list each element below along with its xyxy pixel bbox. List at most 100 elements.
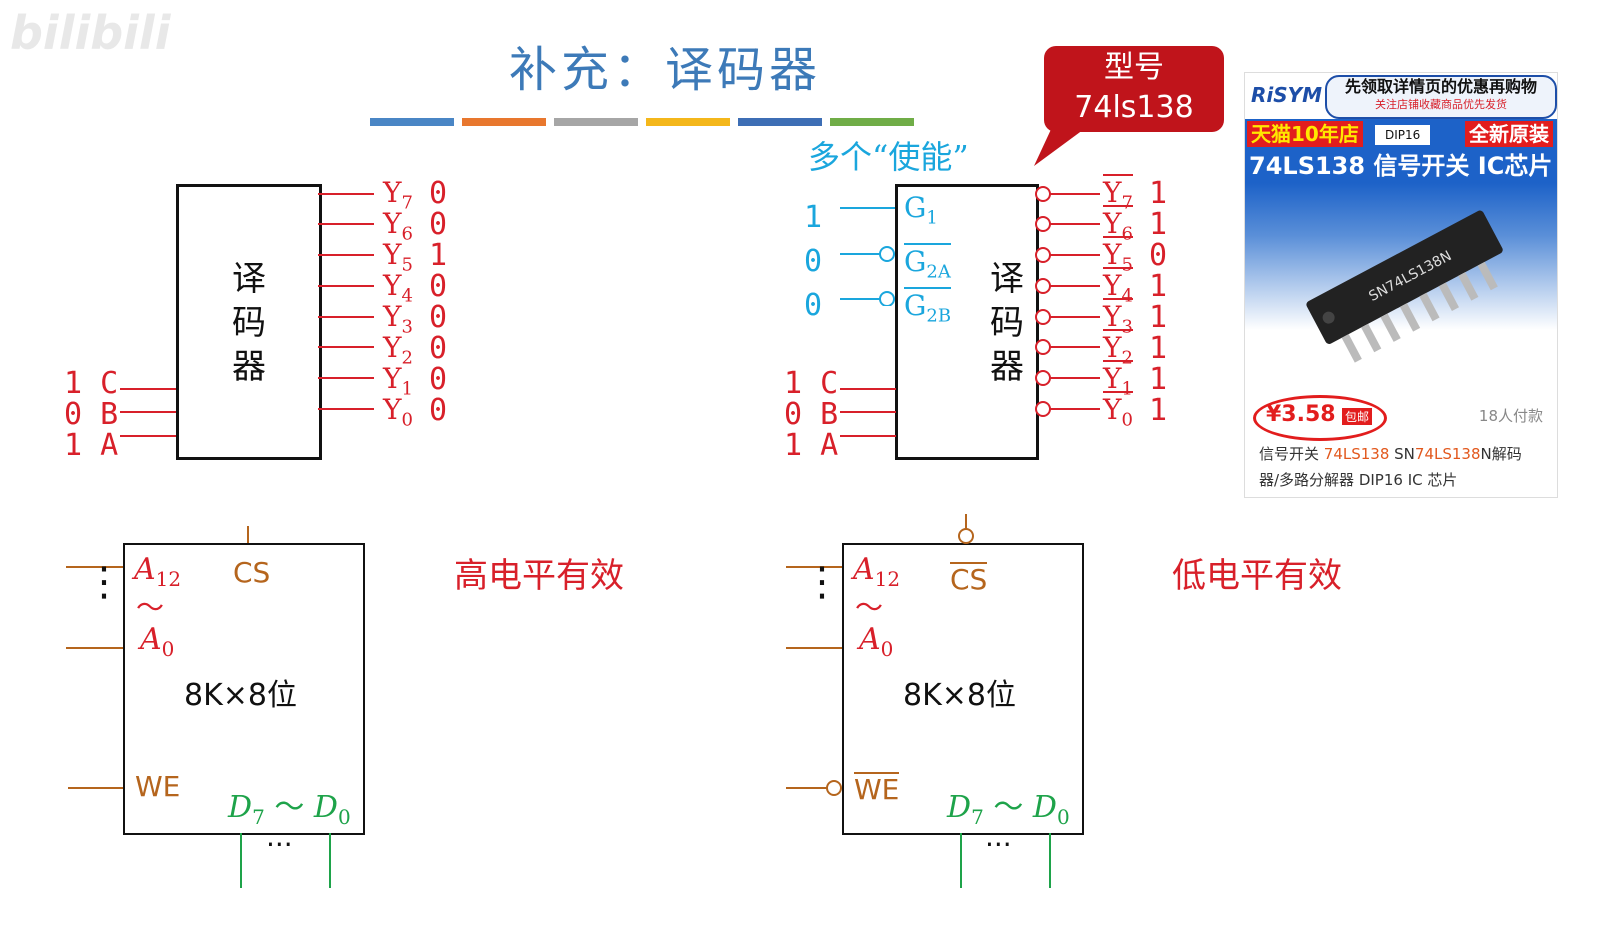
output-sub: 0 — [401, 409, 413, 431]
addr-high-sub: 12 — [155, 567, 182, 591]
enable-note: 多个“使能” — [808, 138, 969, 176]
enable-name: G — [904, 289, 927, 322]
product-red-band: 天猫10年店 DIP16 全新原装 — [1245, 119, 1557, 149]
decoder-left-output-wires — [318, 193, 374, 410]
input-value: 1 — [64, 366, 83, 401]
addr-low-sub: 0 — [161, 637, 175, 661]
output-name: Y — [383, 362, 402, 395]
enable-value: 1 — [804, 200, 823, 235]
label-char: 器 — [232, 347, 266, 387]
data-lo-letter: D — [313, 790, 338, 825]
input-name: C — [100, 366, 119, 401]
callout-line1: 型号 — [1104, 50, 1164, 85]
shipping-badge: 包邮 — [1342, 408, 1373, 425]
address-vdots: ⋮ — [802, 559, 842, 605]
output-name: Y — [1103, 176, 1122, 209]
product-card[interactable]: RiSYM 先领取详情页的优惠再购物 关注店铺收藏商品优先发货 天猫10年店 D… — [1244, 72, 1558, 498]
input-row: 1 C — [64, 368, 118, 399]
output-value: 1 — [1149, 176, 1168, 211]
slide-title: 补充：译码器 — [508, 42, 821, 98]
data-hi-sub: 7 — [971, 805, 984, 829]
input-row: 1 C — [784, 368, 838, 399]
new-badge: 全新原装 — [1465, 121, 1553, 147]
slogan-text: 先领取详情页的优惠再购物 — [1344, 77, 1537, 96]
decoder-left-box: 译 码 器 — [176, 184, 322, 460]
slogan-box: 先领取详情页的优惠再购物 关注店铺收藏商品优先发货 — [1325, 75, 1557, 119]
input-row: 0 B — [64, 399, 118, 430]
addr-tilde: ～ — [855, 591, 884, 624]
addr-high-label: A12 — [134, 552, 181, 591]
output-value: 1 — [429, 238, 448, 273]
output-name: Y — [1103, 393, 1122, 426]
product-description[interactable]: 信号开关 74LS138 SN74LS138N解码 器/多路分解器 DIP16 … — [1259, 441, 1549, 493]
enable-values: 1 0 0 — [804, 196, 822, 328]
cs-label: CS — [233, 556, 271, 589]
memory-left-box — [123, 543, 365, 835]
output-value: 1 — [1149, 300, 1168, 335]
desc-part: N解码 — [1480, 445, 1522, 463]
desc-highlight: 74LS138 — [1414, 445, 1481, 463]
ic-chip-image: SN74LS138N — [1306, 210, 1503, 363]
decoder-right-inputs: 1 C 0 B 1 A — [784, 368, 838, 461]
output-sub: 6 — [401, 223, 413, 245]
output-value: 1 — [1149, 207, 1168, 242]
callout-bubble: 型号 74ls138 — [1044, 46, 1224, 132]
underline-bar — [370, 118, 454, 126]
desc-line-1: 信号开关 74LS138 SN74LS138N解码 — [1259, 441, 1549, 467]
addr-high-letter: A — [853, 552, 875, 587]
decoder-left-label: 译 码 器 — [179, 257, 319, 389]
output-name: Y — [1103, 300, 1122, 333]
input-value: 0 — [64, 397, 83, 432]
output-sub: 3 — [401, 316, 413, 338]
data-hdots: ··· — [985, 828, 1012, 861]
product-image: SN74LS138N — [1245, 183, 1557, 393]
output-sub: 1 — [401, 378, 413, 400]
output-sub: 7 — [1121, 192, 1133, 214]
active-high-note: 高电平有效 — [454, 556, 624, 596]
addr-low-label: A0 — [140, 622, 174, 661]
label-char: 器 — [990, 347, 1024, 387]
active-low-note: 低电平有效 — [1172, 556, 1342, 596]
data-hi-letter: D — [228, 790, 253, 825]
underline-bar — [554, 118, 638, 126]
input-name: B — [820, 397, 839, 432]
input-name: A — [100, 428, 119, 463]
underline-bar — [738, 118, 822, 126]
memory-right-box — [842, 543, 1084, 835]
label-char: 译 — [232, 259, 266, 299]
desc-part: SN — [1389, 445, 1415, 463]
underline-bar — [646, 118, 730, 126]
output-value: 1 — [1149, 269, 1168, 304]
price: ¥3.58 — [1266, 402, 1336, 427]
output-name: Y — [383, 207, 402, 240]
decoder-right-output-wires — [1035, 186, 1100, 417]
data-lo-letter: D — [1032, 790, 1057, 825]
data-hdots: ··· — [266, 828, 293, 861]
output-value: 0 — [429, 176, 448, 211]
output-sub: 5 — [401, 254, 413, 276]
output-value: 0 — [429, 207, 448, 242]
package-badge: DIP16 — [1375, 125, 1431, 145]
enable-sub: 2B — [926, 305, 952, 327]
decoder-left-input-wires — [120, 388, 176, 437]
output-name: Y — [383, 393, 402, 426]
we-label: WE — [135, 770, 181, 803]
data-bus-label: D7 ～ D0 — [228, 782, 351, 829]
price-circle: ¥3.58 包邮 — [1253, 395, 1387, 441]
output-name: Y — [383, 269, 402, 302]
data-hi-sub: 7 — [252, 805, 265, 829]
decoder-right-box: 译 码 器 G1 G2A G2B — [895, 184, 1039, 460]
output-sub: 2 — [1121, 347, 1133, 369]
output-name: Y — [383, 300, 402, 333]
output-value: 1 — [1149, 393, 1168, 428]
data-tilde: ～ — [274, 790, 305, 825]
